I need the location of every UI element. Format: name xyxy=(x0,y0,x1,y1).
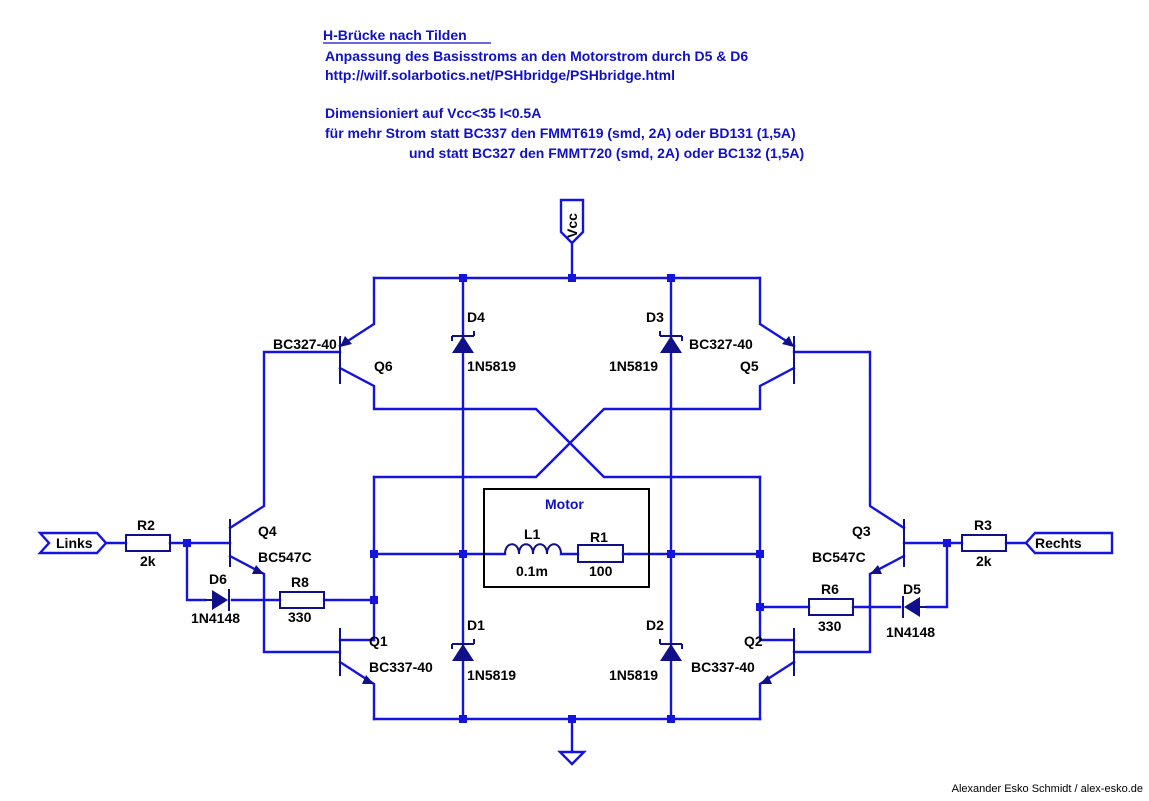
D4-value: 1N5819 xyxy=(467,358,516,374)
resistor-R6: R6 330 xyxy=(808,581,854,634)
D5-value: 1N4148 xyxy=(886,624,935,640)
junction-node xyxy=(459,550,467,558)
links-port-label: Links xyxy=(56,535,93,551)
junction-node xyxy=(459,715,467,723)
vcc-port-flag xyxy=(559,198,585,245)
junction-node xyxy=(667,550,675,558)
L1-value: 0.1m xyxy=(516,563,548,579)
junction-node xyxy=(667,715,675,723)
Q2-value: BC337-40 xyxy=(691,659,755,675)
D6-ref: D6 xyxy=(209,571,227,587)
resistor-R2: R2 2k xyxy=(125,517,171,569)
header-line-3: http://wilf.solarbotics.net/PSHbridge/PS… xyxy=(325,67,675,83)
motor-box xyxy=(483,488,650,588)
D6-value: 1N4148 xyxy=(191,610,240,626)
R3-value: 2k xyxy=(976,553,992,569)
D2-ref: D2 xyxy=(646,617,664,633)
header-line-4: Dimensioniert auf Vcc<35 I<0.5A xyxy=(325,105,541,121)
D1-value: 1N5819 xyxy=(467,667,516,683)
header-line-2: Anpassung des Basisstroms an den Motorst… xyxy=(325,48,748,64)
Q3-ref: Q3 xyxy=(852,523,871,539)
Q5-value: BC327-40 xyxy=(689,336,753,352)
motor-block: Motor L1 0.1m R1 100 xyxy=(483,488,650,588)
Q3-value: BC547C xyxy=(812,549,866,565)
R6-value: 330 xyxy=(818,618,842,634)
R1-ref: R1 xyxy=(590,529,608,545)
ground-symbol xyxy=(557,750,587,766)
D3-value: 1N5819 xyxy=(609,358,658,374)
resistor-R8: R8 330 xyxy=(279,574,325,625)
D3-ref: D3 xyxy=(646,309,664,325)
D1-ref: D1 xyxy=(467,617,485,633)
resistor-R1: R1 100 xyxy=(577,529,631,579)
header-notes: H-Brücke nach Tilden Anpassung des Basis… xyxy=(323,27,804,161)
transistor-Q4: Q4 BC547C xyxy=(229,519,312,574)
Q5-ref: Q5 xyxy=(740,358,759,374)
resistor-R3: R3 2k xyxy=(961,517,1007,569)
L1-ref: L1 xyxy=(524,526,541,542)
junction-node xyxy=(943,539,951,547)
junction-node xyxy=(568,715,576,723)
Q1-value: BC337-40 xyxy=(369,659,433,675)
D5-ref: D5 xyxy=(903,581,921,597)
transistor-Q6: BC327-40 Q6 xyxy=(273,336,393,384)
R8-ref: R8 xyxy=(291,574,309,590)
links-port[interactable]: Links xyxy=(37,531,108,555)
junction-node xyxy=(183,539,191,547)
junction-node xyxy=(756,550,764,558)
transistor-Q3: Q3 BC547C xyxy=(812,519,905,574)
R2-ref: R2 xyxy=(137,517,155,533)
Q4-value: BC547C xyxy=(258,549,312,565)
D4-ref: D4 xyxy=(467,309,485,325)
diode-D2: D2 1N5819 xyxy=(609,617,683,683)
junction-node xyxy=(568,274,576,282)
junction-node xyxy=(459,274,467,282)
diode-D1: D1 1N5819 xyxy=(451,617,516,683)
D2-value: 1N5819 xyxy=(609,667,658,683)
R6-ref: R6 xyxy=(821,581,839,597)
rechts-port-label: Rechts xyxy=(1035,535,1082,551)
inductor-L1: L1 0.1m xyxy=(504,526,580,579)
R2-value: 2k xyxy=(140,553,156,569)
transistor-Q2: Q2 BC337-40 xyxy=(691,628,795,684)
junction-node xyxy=(667,274,675,282)
Q1-ref: Q1 xyxy=(369,633,388,649)
links-port-flag xyxy=(37,531,108,555)
junction-node xyxy=(370,596,378,604)
vcc-port-label: Vcc xyxy=(564,213,580,238)
diode-D6: D6 1N4148 xyxy=(191,571,240,626)
Q6-value: BC327-40 xyxy=(273,336,337,352)
diode-D3: D3 1N5819 xyxy=(609,309,683,374)
vcc-port[interactable]: Vcc xyxy=(559,198,585,245)
header-line-5: für mehr Strom statt BC337 den FMMT619 (… xyxy=(325,125,796,141)
diode-D5: D5 1N4148 xyxy=(886,581,935,640)
junction-node xyxy=(756,603,764,611)
motor-title: Motor xyxy=(545,496,584,512)
R3-ref: R3 xyxy=(974,517,992,533)
rechts-port[interactable]: Rechts xyxy=(1024,531,1114,555)
author-credit: Alexander Esko Schmidt / alex-esko.de xyxy=(951,783,1143,795)
transistor-Q1: Q1 BC337-40 xyxy=(339,628,433,684)
junction-nodes xyxy=(183,274,951,723)
rechts-port-flag xyxy=(1024,531,1114,555)
diode-D4: D4 1N5819 xyxy=(451,309,516,374)
header-title: H-Brücke nach Tilden xyxy=(323,27,467,43)
Q2-ref: Q2 xyxy=(744,633,763,649)
junction-node xyxy=(370,550,378,558)
R8-value: 330 xyxy=(288,609,312,625)
R1-value: 100 xyxy=(589,563,613,579)
header-line-6: und statt BC327 den FMMT720 (smd, 2A) od… xyxy=(409,145,804,161)
transistor-Q5: BC327-40 Q5 xyxy=(689,336,795,384)
Q6-ref: Q6 xyxy=(374,358,393,374)
Q4-ref: Q4 xyxy=(258,523,277,539)
